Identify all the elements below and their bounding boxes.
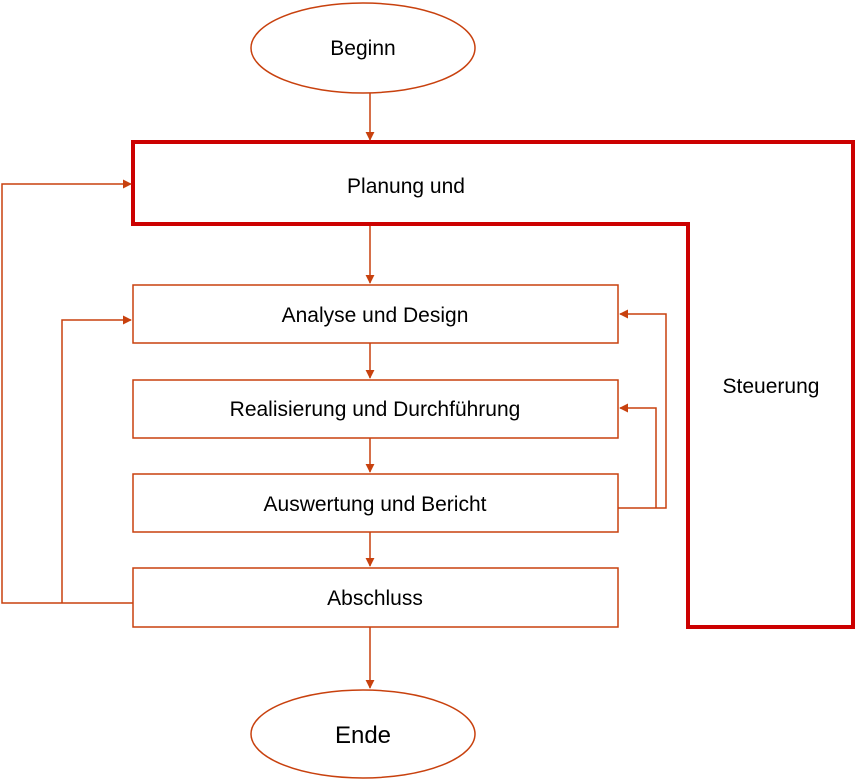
implementation-box <box>132 379 619 439</box>
end-node <box>250 689 476 779</box>
evaluation-box <box>132 473 619 533</box>
analysis-label: Analyse und Design <box>282 304 469 327</box>
implementation-label: Realisierung und Durchführung <box>230 398 521 421</box>
loop-closure-to-planning <box>1 179 133 604</box>
control-label: Steuerung <box>723 375 820 398</box>
evaluation-label: Auswertung und Bericht <box>264 493 487 516</box>
loop-closure-to-analysis <box>61 315 132 603</box>
loop-evaluation-to-implementation <box>619 403 657 508</box>
start-label: Beginn <box>330 37 395 60</box>
end-label: Ende <box>335 722 391 749</box>
closure-label: Abschluss <box>327 587 423 610</box>
planning-label: Planung und <box>347 175 465 198</box>
closure-box <box>132 567 619 628</box>
analysis-box <box>132 284 619 344</box>
start-node <box>250 2 476 94</box>
loop-evaluation-to-analysis <box>618 309 667 509</box>
control-frame <box>131 140 855 629</box>
